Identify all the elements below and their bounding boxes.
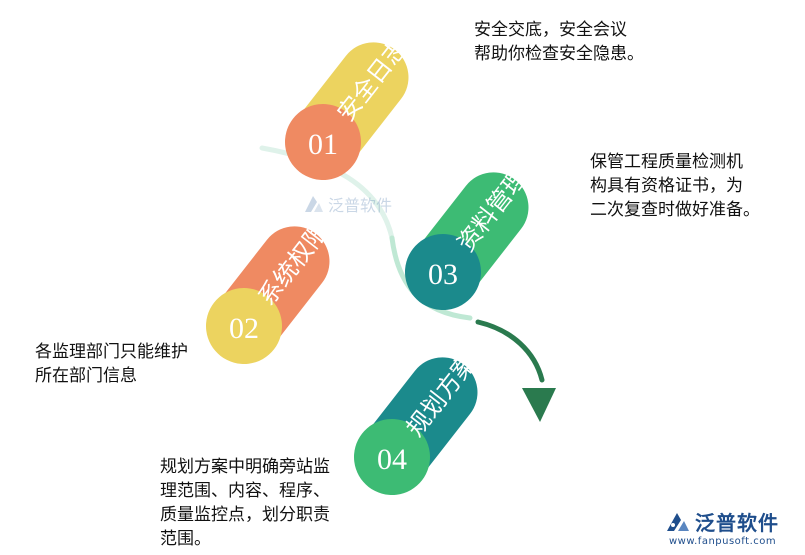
description-line: 帮助你检查安全隐患。 bbox=[474, 44, 644, 64]
step-1-description: 安全交底，安全会议 帮助你检查安全隐患。 bbox=[474, 18, 644, 66]
step-1-number: 01 bbox=[308, 128, 338, 161]
step-3: 资料管理 bbox=[405, 164, 533, 310]
fanpu-logo-icon bbox=[305, 196, 323, 212]
fanpu-logo-icon bbox=[667, 512, 689, 531]
description-line: 二次复查时做好准备。 bbox=[590, 200, 760, 220]
step-2: 系统权限 bbox=[206, 218, 334, 364]
description-line: 安全交底，安全会议 bbox=[474, 20, 627, 40]
description-line: 规划方案中明确旁站监 bbox=[160, 457, 330, 477]
brand-logo: 泛普软件 www.fanpusoft.com bbox=[665, 507, 791, 547]
arrow-head-icon bbox=[522, 388, 556, 422]
description-line: 范围。 bbox=[160, 529, 211, 549]
description-line: 质量监控点，划分职责 bbox=[160, 505, 330, 525]
description-line: 保管工程质量检测机 bbox=[590, 152, 743, 172]
step-3-badge bbox=[405, 234, 481, 310]
description-line: 构具有资格证书，为 bbox=[590, 176, 743, 196]
brand-name: 泛普软件 bbox=[695, 511, 779, 535]
step-1-badge bbox=[285, 103, 361, 180]
brand-url: www.fanpusoft.com bbox=[669, 536, 777, 547]
watermark-name: 泛普软件 bbox=[328, 196, 393, 215]
step-2-badge bbox=[206, 288, 282, 364]
step-2-number: 02 bbox=[229, 312, 259, 345]
step-4-description: 规划方案中明确旁站监 理范围、内容、程序、 质量监控点，划分职责 范围。 bbox=[160, 455, 330, 551]
step-4: 规划方案 bbox=[354, 349, 482, 495]
step-4-number: 04 bbox=[377, 443, 407, 476]
description-line: 各监理部门只能维护 bbox=[35, 342, 188, 362]
step-3-number: 03 bbox=[428, 258, 458, 291]
watermark: 泛普软件 bbox=[303, 192, 392, 216]
description-line: 所在部门信息 bbox=[35, 366, 137, 386]
description-line: 理范围、内容、程序、 bbox=[160, 481, 330, 501]
connector-arc-1 bbox=[259, 145, 395, 241]
connector-arc-3 bbox=[475, 319, 545, 383]
step-4-badge bbox=[354, 419, 430, 495]
step-2-description: 各监理部门只能维护 所在部门信息 bbox=[35, 340, 188, 388]
step-3-description: 保管工程质量检测机 构具有资格证书，为 二次复查时做好准备。 bbox=[590, 150, 760, 222]
step-1: 安全日志 bbox=[285, 34, 413, 180]
